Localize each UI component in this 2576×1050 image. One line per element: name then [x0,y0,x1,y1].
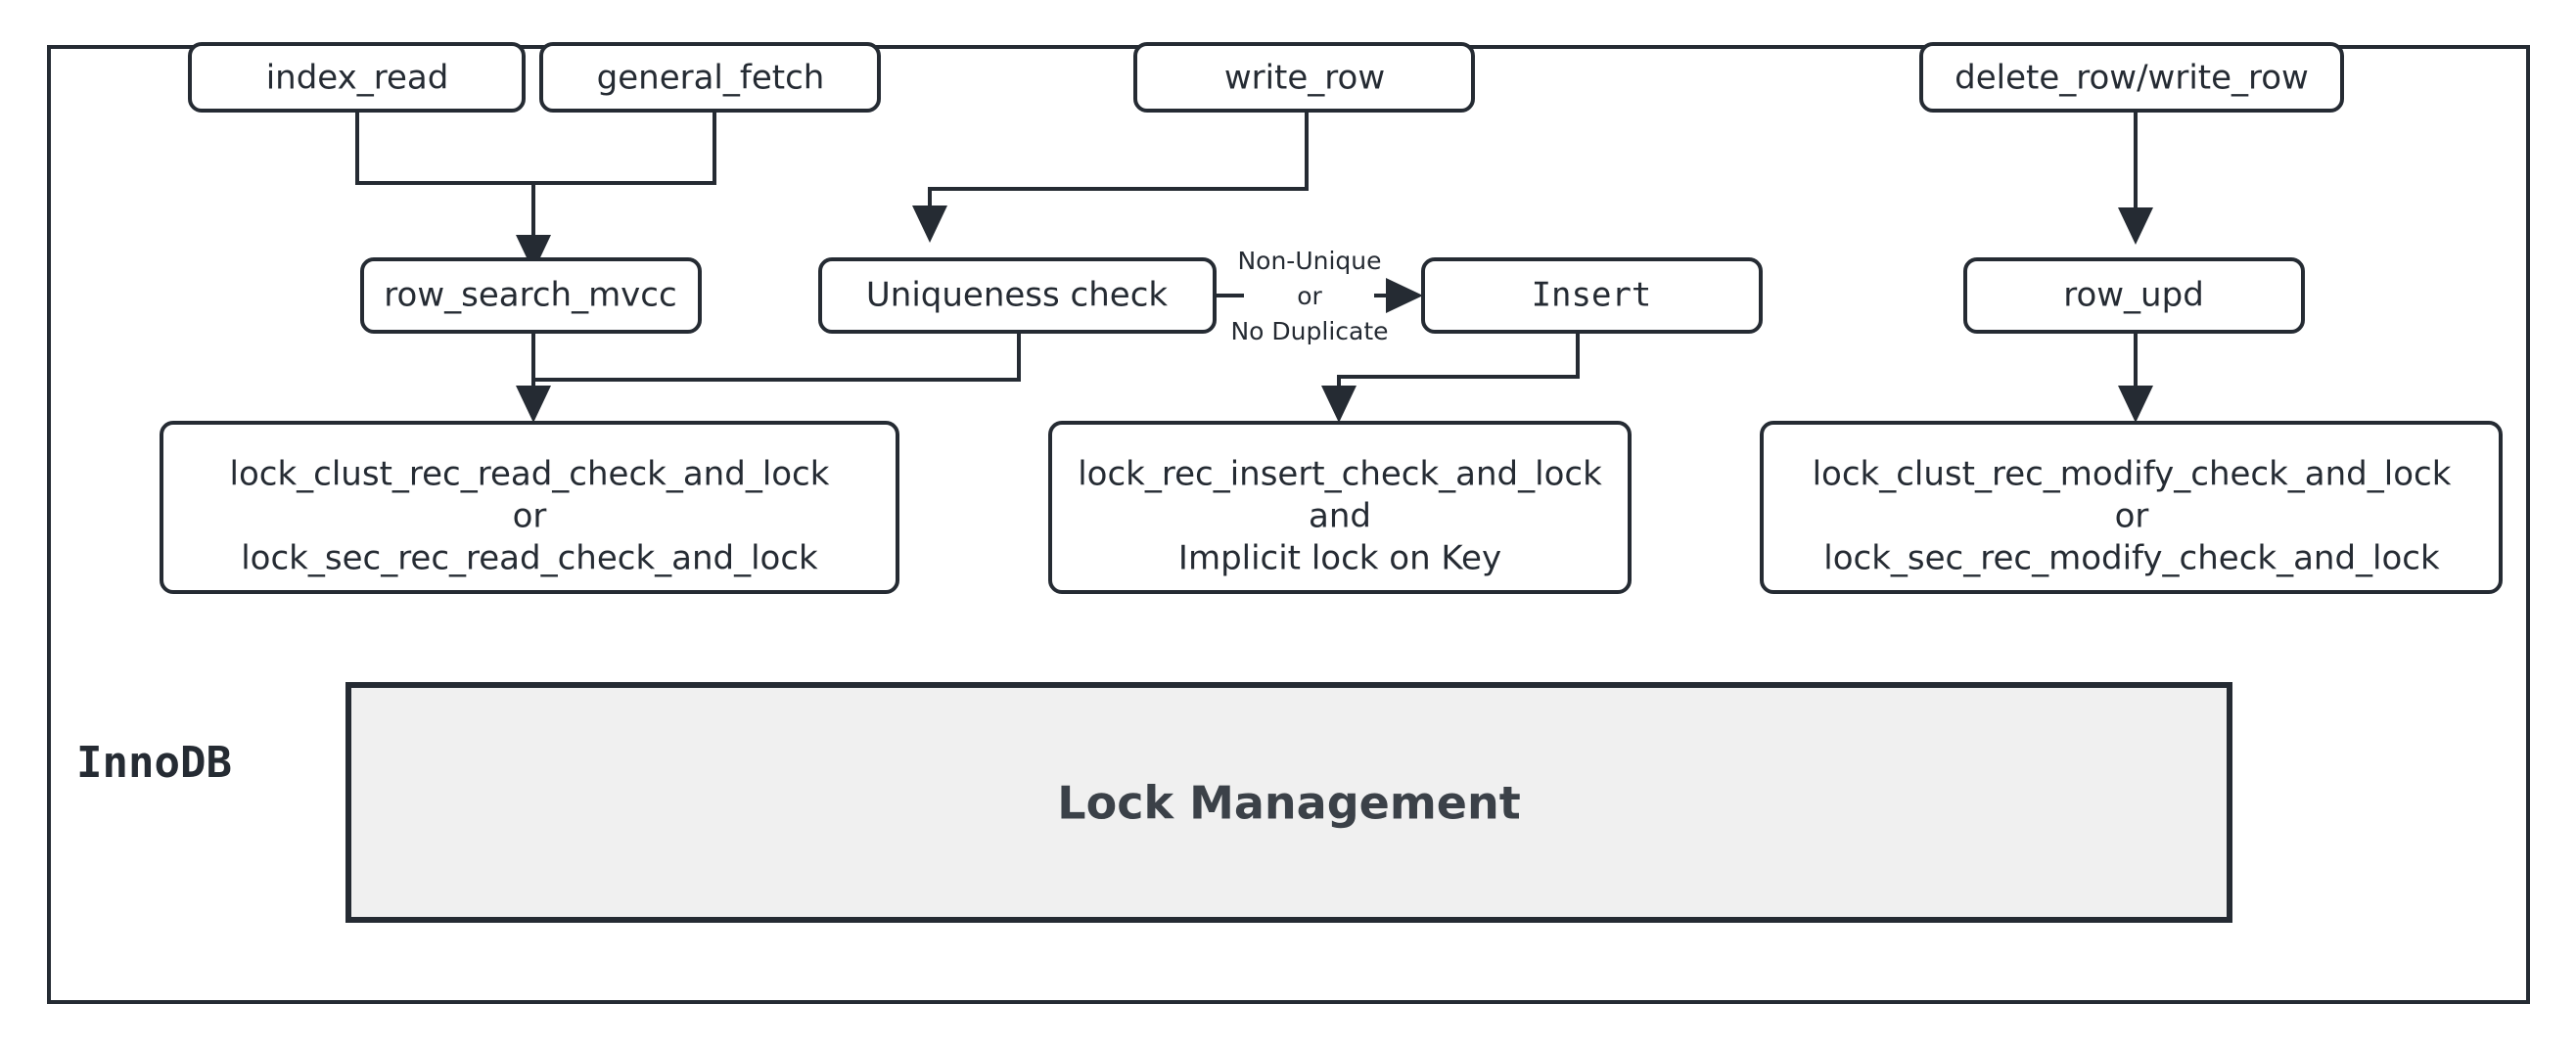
node-index-read[interactable]: index_read [188,42,526,113]
arrowhead-to-insert [1386,278,1423,313]
edge-label-line-2: or [1297,282,1322,310]
edge-label-line-3: No Duplicate [1230,317,1388,345]
node-uniqueness-check-box[interactable] [818,257,1217,334]
edge-label-uniqueness-to-insert: Non-Unique or No Duplicate [1230,247,1388,345]
node-lock-modify-check[interactable]: lock_clust_rec_modify_check_and_lock or … [1760,421,2503,594]
node-delete-row-write-row[interactable]: delete_row/write_row [1919,42,2344,113]
node-insert[interactable]: Insert [1421,257,1763,334]
node-lock-read-check-line-1: lock_clust_rec_read_check_and_lock [230,455,830,494]
node-lock-insert-check-line-1: lock_rec_insert_check_and_lock [1078,455,1602,494]
node-write-row-label: write_row [1224,59,1385,98]
panel-lock-management-label: Lock Management [1057,777,1520,830]
node-lock-read-check-box[interactable] [160,421,899,594]
panel-lock-management-box[interactable] [345,682,2232,923]
node-lock-insert-check[interactable]: lock_rec_insert_check_and_lock and Impli… [1048,421,1632,594]
node-index-read-box[interactable] [188,42,526,113]
arrowhead-to-lock-insert [1321,386,1357,423]
node-delete-row-write-row-box[interactable] [1919,42,2344,113]
node-uniqueness-check-label: Uniqueness check [866,276,1168,315]
edge-write-row-to-uniqueness [928,112,1309,207]
node-lock-modify-check-line-2: or [2115,497,2149,536]
node-lock-insert-check-box[interactable] [1048,421,1632,594]
node-general-fetch-label: general_fetch [597,59,825,98]
node-insert-label: Insert [1532,276,1652,315]
node-lock-read-check-line-2: or [513,497,547,536]
innodb-group-label: InnoDB [76,738,232,788]
arrowhead-to-uniqueness [912,205,947,243]
node-row-upd-box[interactable] [1963,257,2305,334]
node-row-upd[interactable]: row_upd [1963,257,2305,334]
node-lock-modify-check-line-1: lock_clust_rec_modify_check_and_lock [1813,455,2452,494]
node-delete-row-write-row-label: delete_row/write_row [1955,59,2309,98]
edge-uniqueness-to-lock-read [533,332,1021,382]
node-general-fetch[interactable]: general_fetch [539,42,881,113]
arrowhead-to-lock-read [516,386,551,423]
arrowhead-to-row-search [516,235,551,272]
node-insert-box[interactable] [1421,257,1763,334]
node-row-search-mvcc-box[interactable] [360,257,702,334]
node-row-search-mvcc-label: row_search_mvcc [384,276,676,315]
edge-label-line-1: Non-Unique [1237,247,1381,275]
node-lock-read-check-line-3: lock_sec_rec_read_check_and_lock [241,539,818,578]
node-general-fetch-box[interactable] [539,42,881,113]
node-row-search-mvcc[interactable]: row_search_mvcc [360,257,702,334]
node-lock-modify-check-line-3: lock_sec_rec_modify_check_and_lock [1823,539,2440,578]
connector-layer [355,110,2153,423]
node-lock-modify-check-box[interactable] [1760,421,2503,594]
arrowhead-to-row-upd [2118,207,2153,245]
node-write-row-box[interactable] [1133,42,1475,113]
node-lock-read-check[interactable]: lock_clust_rec_read_check_and_lock or lo… [160,421,899,594]
node-lock-insert-check-line-3: Implicit lock on Key [1178,539,1501,578]
node-write-row[interactable]: write_row [1133,42,1475,113]
edge-index-read-general-fetch-merge [355,110,716,185]
node-index-read-label: index_read [266,59,449,98]
arrowhead-to-lock-modify [2118,386,2153,423]
node-uniqueness-check[interactable]: Uniqueness check [818,257,1217,334]
node-row-upd-label: row_upd [2063,276,2204,315]
node-lock-insert-check-line-2: and [1309,497,1371,536]
panel-lock-management[interactable]: Lock Management [345,682,2232,923]
